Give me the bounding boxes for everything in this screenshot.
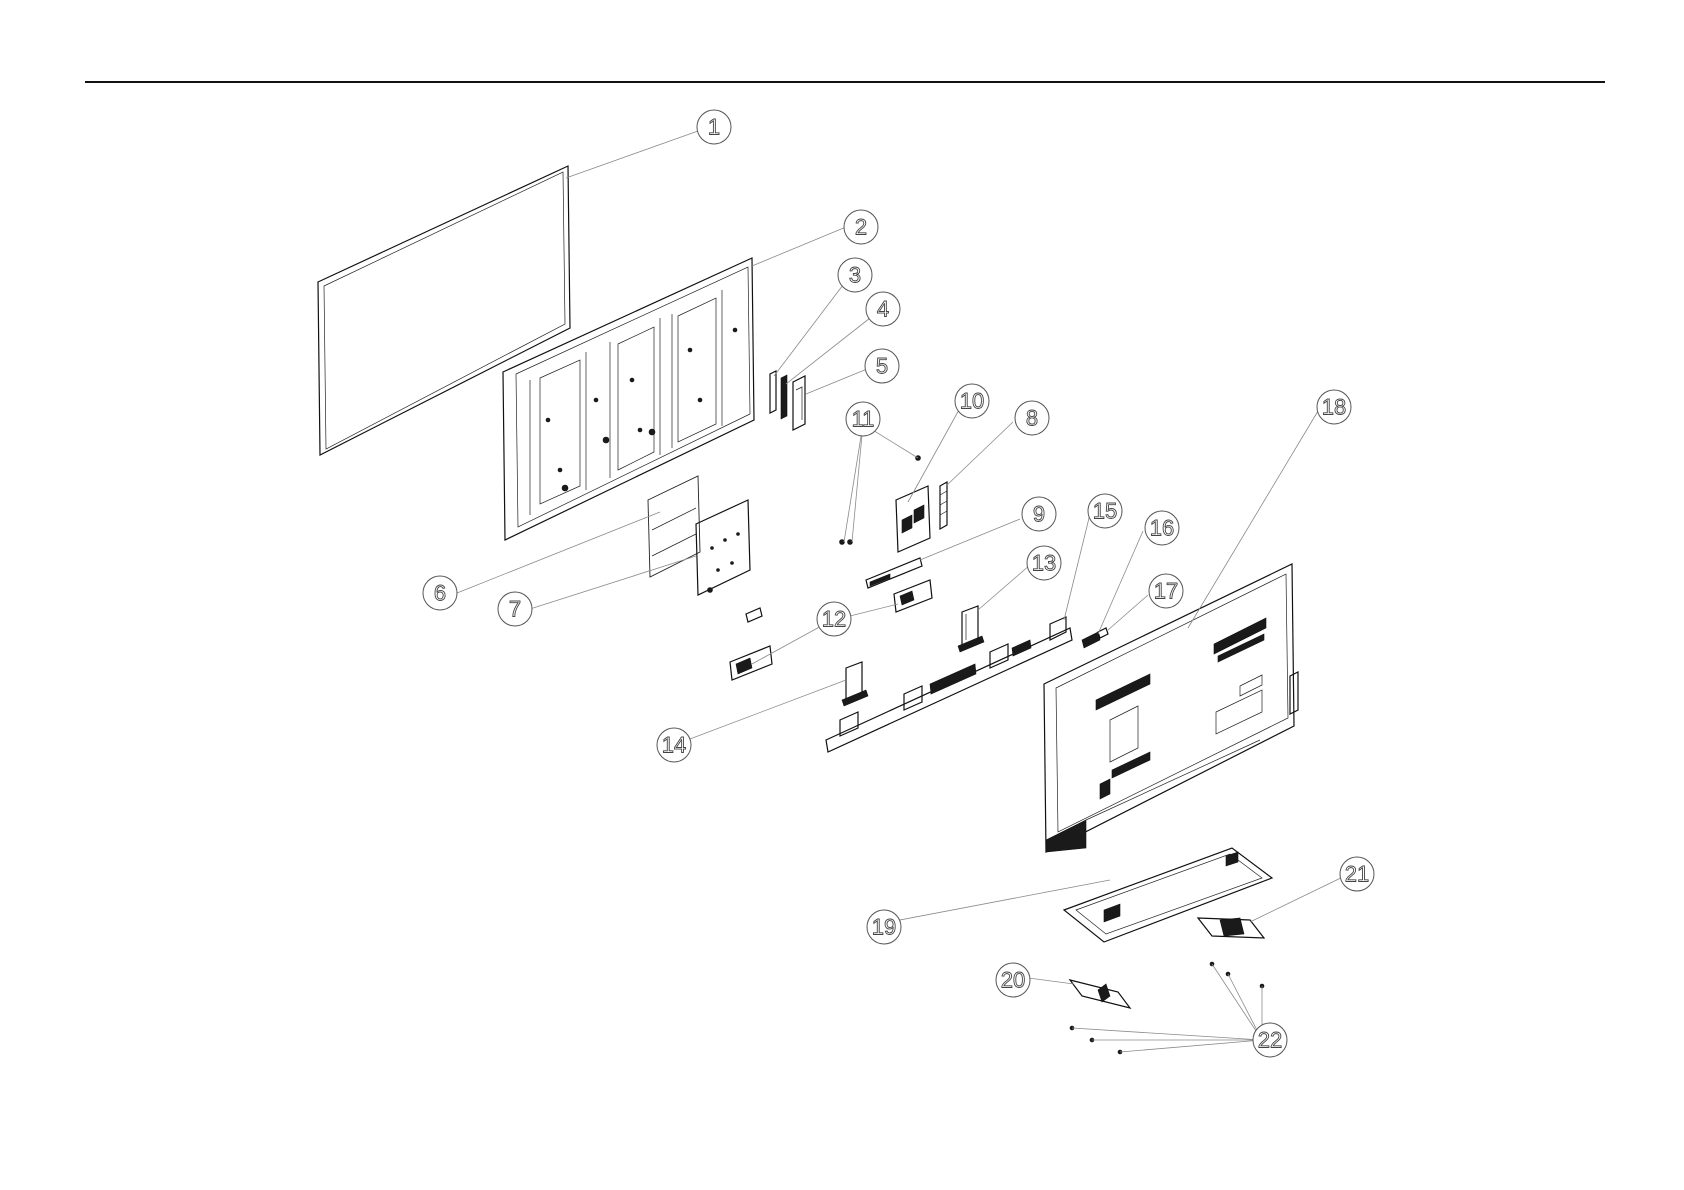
callout-20-label: 20 [1001, 968, 1025, 993]
part-8-io-bar [940, 482, 947, 529]
callout-6: 6 [423, 576, 457, 610]
callout-10-label: 10 [960, 389, 984, 414]
callout-1-label: 1 [708, 115, 720, 140]
part-16-clip [1082, 632, 1100, 648]
part-front-bezel [318, 166, 570, 455]
part-7-board [696, 500, 750, 595]
part-3-strip [770, 371, 776, 413]
callout-16: 16 [1145, 511, 1179, 545]
callout-4-label: 4 [877, 297, 889, 322]
part-20-bracket [1070, 980, 1130, 1008]
callout-6-label: 6 [434, 581, 446, 606]
callout-22: 22 [1253, 1023, 1287, 1057]
callout-10: 10 [955, 384, 989, 418]
callout-9-label: 9 [1033, 502, 1045, 527]
part-9-strip [866, 558, 922, 588]
callout-15-label: 15 [1093, 499, 1117, 524]
callout-16-label: 16 [1150, 516, 1174, 541]
callout-5: 5 [865, 349, 899, 383]
callout-11: 11 [846, 402, 880, 436]
callout-3: 3 [838, 258, 872, 292]
part-small-clip [746, 608, 762, 622]
callout-14: 14 [657, 728, 691, 762]
callout-7: 7 [498, 592, 532, 626]
part-6-board [648, 476, 700, 577]
part-11-screws [840, 456, 921, 545]
callout-2: 2 [844, 210, 878, 244]
part-10-main-board [896, 486, 930, 552]
callout-9: 9 [1022, 497, 1056, 531]
callout-18: 18 [1317, 390, 1351, 424]
part-4-connector [781, 375, 787, 419]
callout-20: 20 [996, 963, 1030, 997]
part-15-long-bracket [826, 617, 1072, 752]
callout-8-label: 8 [1026, 406, 1038, 431]
callout-11-label: 11 [852, 407, 875, 432]
callout-21: 21 [1340, 857, 1374, 891]
part-13-post [958, 606, 984, 652]
callout-18-label: 18 [1322, 395, 1346, 420]
callout-17-label: 17 [1154, 579, 1178, 604]
callout-4: 4 [866, 292, 900, 326]
callout-19: 19 [867, 910, 901, 944]
callout-21-label: 21 [1345, 862, 1369, 887]
callout-13: 13 [1027, 546, 1061, 580]
callout-12-label: 12 [822, 607, 846, 632]
callout-8: 8 [1015, 401, 1049, 435]
part-21-bracket [1198, 918, 1264, 938]
callout-2-label: 2 [855, 215, 867, 240]
callout-7-label: 7 [509, 597, 521, 622]
part-5-bracket [793, 376, 805, 430]
part-17-clip [1098, 628, 1108, 638]
leader-lines [457, 131, 1349, 1052]
callout-13-label: 13 [1032, 551, 1056, 576]
callout-1: 1 [697, 110, 731, 144]
callout-22-label: 22 [1258, 1028, 1282, 1053]
callout-17: 17 [1149, 574, 1183, 608]
callout-19-label: 19 [872, 915, 896, 940]
part-14-post [842, 662, 868, 706]
callout-12: 12 [817, 602, 851, 636]
callout-14-label: 14 [662, 733, 686, 758]
callout-3-label: 3 [849, 263, 861, 288]
callout-5-label: 5 [876, 354, 888, 379]
callout-15: 15 [1088, 494, 1122, 528]
part-panel-chassis [503, 258, 754, 540]
